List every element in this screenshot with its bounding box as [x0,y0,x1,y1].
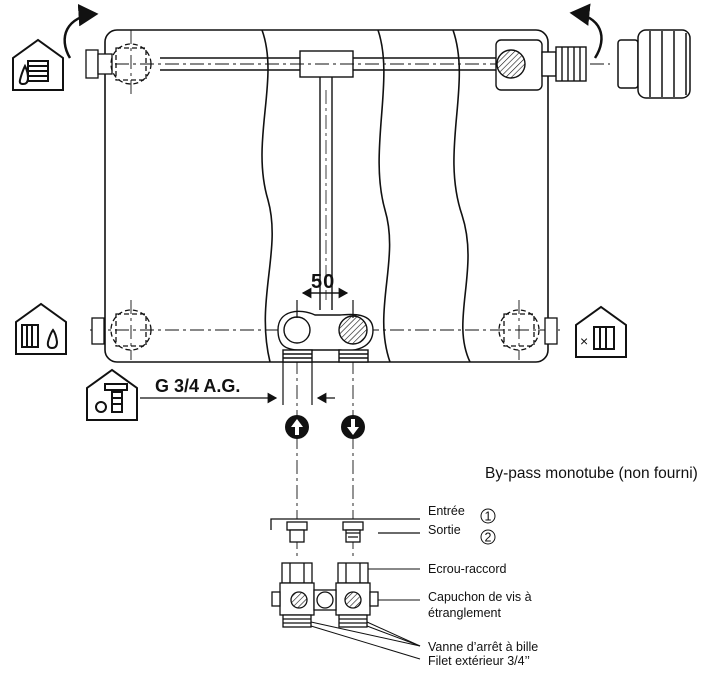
radiator-body [104,29,549,363]
thread-label: Filet extérieur 3/4’’ [428,654,530,668]
inlet-label: Entrée [428,504,465,518]
thread-dimension [140,362,335,405]
cap-label-line2: étranglement [428,606,501,620]
outlet-number-badge [480,529,496,545]
inlet-number-badge [480,508,496,524]
nut-label: Ecrou-raccord [428,562,507,576]
dimension-50 [296,287,354,318]
inlet-number: 1 [485,510,492,524]
thread-size-label: G 3/4 A.G. [155,376,240,396]
bypass-valves [271,562,379,628]
plug-icon: × [575,305,627,358]
thermostat-head [617,29,691,99]
valve-label: Vanne d’arrêt à bille [428,640,538,654]
flow-down-icon [341,415,365,439]
lower-left-bracket [91,309,152,351]
bypass-adaptors [270,518,420,543]
dimension-spacing-label: 50 [311,271,335,293]
top-right-valve [495,39,587,91]
flow-up-icon [285,415,309,439]
wrench-bolt-icon [86,368,138,421]
svg-text:×: × [580,333,588,349]
bottom-connection [277,310,374,363]
rotate-arrow-right [569,3,603,59]
bypass-title: By-pass monotube (non fourni) [485,465,698,482]
cap-label-line1: Capuchon de vis à [428,590,532,604]
outlet-number: 2 [485,531,492,545]
fill-icon [12,38,64,91]
outlet-label: Sortie [428,523,461,537]
leader-lines [310,568,421,660]
top-left-fitting [85,43,152,85]
rotate-arrow-left [63,3,99,59]
bleed-valve-icon [15,302,67,355]
lower-right-bracket [498,309,558,351]
